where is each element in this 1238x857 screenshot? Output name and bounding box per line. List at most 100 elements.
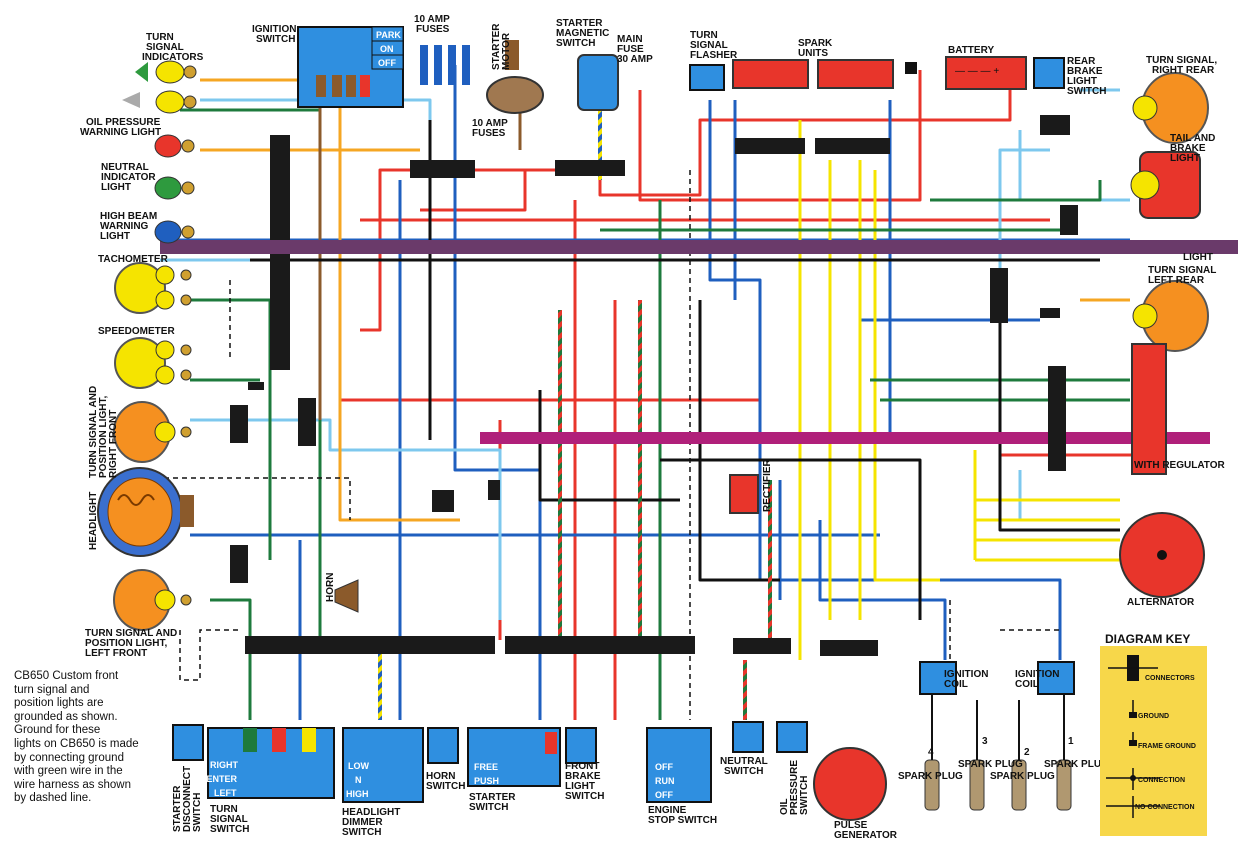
ignition-pos-park: PARK [376,30,401,40]
label-horn-switch-1: HORN [426,771,455,782]
label-turn-signal-indicators-2: SIGNAL [146,42,184,53]
key-item-ground: GROUND [1138,713,1169,720]
label-pulse-generator-1: PULSE [834,820,868,831]
plug-number-2: 2 [1024,747,1030,758]
note-line-6: lights on CB650 is made [14,737,139,750]
speedometer-gauge [114,337,192,389]
note-line-2: turn signal and [14,683,90,696]
label-rectifier: RECTIFIER [762,458,773,512]
label-front-brake-4: SWITCH [565,791,604,802]
spark-plugs [924,694,1072,811]
label-battery: BATTERY [948,45,994,56]
battery-box: — — — + [905,56,1027,90]
engine-pos-run: RUN [655,776,675,786]
label-turn-switch-3: SWITCH [210,824,249,835]
label-with-regulator: WITH REGULATOR [1134,460,1226,471]
label-speedometer: SPEEDOMETER [98,326,175,337]
label-starter-switch-1: STARTER [469,792,516,803]
label-tail-brake-3: LIGHT [1170,153,1200,164]
label-front-left-3: LEFT FRONT [85,648,147,659]
label-front-left-1: TURN SIGNAL AND [85,628,177,639]
label-coil-b-2: COIL [1015,679,1039,690]
label-turn-switch-1: TURN [210,804,238,815]
dimmer-pos-low: LOW [348,761,369,771]
label-ignition-1: IGNITION [252,24,296,35]
key-item-connection: CONNECTION [1138,777,1185,784]
label-spark-plug-3: SPARK PLUG [958,759,1023,770]
label-dimmer-3: SWITCH [342,827,381,838]
headlight-lamp [97,467,194,557]
label-engine-stop-2: STOP SWITCH [648,815,717,826]
label-starter-disconnect-2: DISCONNECT [182,766,193,832]
ignition-pos-off: OFF [378,58,396,68]
plug-number-4: 4 [928,747,934,758]
rectifier-box [729,474,759,514]
pulse-generator-unit [813,747,887,821]
key-item-frame-ground: FRAME GROUND [1138,743,1196,750]
headlight-dimmer-switch-box: LOW N HIGH [342,727,424,803]
horn-switch-box [427,727,459,764]
engine-pos-off-1: OFF [655,762,673,772]
neutral-indicator-light [154,176,195,200]
label-front-right-3: RIGHT FRONT [108,410,119,478]
plug-number-3: 3 [982,736,988,747]
label-neutral-switch-1: NEUTRAL [720,756,768,767]
high-beam-light [154,220,195,244]
label-main-fuse-1: MAIN [617,34,643,45]
label-front-brake-2: BRAKE [565,771,601,782]
label-right-rear-2: RIGHT REAR [1152,65,1215,76]
label-starter-magnetic-1: STARTER [556,18,603,29]
spark-units-boxes [732,59,894,89]
turn-pos-left: LEFT [214,788,237,798]
wire-harness [160,60,1150,720]
starter-pos-free: FREE [474,762,498,772]
turn-signal-switch-box: RIGHT CENTER LEFT [200,727,335,799]
label-front-right-2: POSITION LIGHT, [98,396,109,478]
fuse-block [420,45,470,85]
label-rear-brake-4: SWITCH [1067,86,1106,97]
label-light: LIGHT [1183,252,1213,263]
label-dimmer-1: HEADLIGHT [342,807,400,818]
right-rear-turn-signal [1132,72,1209,144]
turn-pos-center: CENTER [200,774,238,784]
label-tail-brake-2: BRAKE [1170,143,1206,154]
label-starter-motor-2: MOTOR [501,32,512,70]
label-turn-signal-indicators-1: TURN [146,32,174,43]
label-spark-plug-2: SPARK PLUG [990,771,1055,782]
turn-signal-flasher-box [689,64,725,91]
label-turn-switch-2: SIGNAL [210,814,248,825]
label-coil-b-1: IGNITION [1015,669,1059,680]
label-coil-a-1: IGNITION [944,669,988,680]
starter-pos-push: PUSH [474,776,499,786]
label-left-rear-2: LEFT REAR [1148,275,1205,286]
component-labels: TURN SIGNAL INDICATORS OIL PRESSURE WARN… [80,14,1226,841]
note-line-9: wire harness as shown [14,778,131,791]
label-turn-signal-indicators-3: INDICATORS [142,52,204,63]
label-flasher-1: TURN [690,30,718,41]
label-tail-brake-1: TAIL AND [1170,133,1215,144]
note-line-8: with green wire in the [14,765,123,778]
label-fuses-bottom-1: 10 AMP [472,118,508,129]
label-coil-a-2: COIL [944,679,968,690]
engine-stop-switch-box: OFF RUN OFF [646,727,712,803]
label-tachometer: TACHOMETER [98,254,169,265]
label-starter-disconnect-3: SWITCH [192,793,203,832]
front-brake-switch-box [565,727,597,764]
svg-text:— — — +: — — — + [955,66,999,77]
label-rear-brake-2: BRAKE [1067,66,1103,77]
starter-motor [486,40,544,114]
label-starter-magnetic-2: MAGNETIC [556,28,609,39]
note-line-10: by dashed line. [14,792,92,805]
label-spark-plug-1: SPARK PLUG [1044,759,1109,770]
starter-switch-box: FREE PUSH [467,727,561,787]
label-engine-stop-1: ENGINE [648,805,687,816]
label-headlight: HEADLIGHT [88,492,99,550]
starter-disconnect-switch-box [172,724,204,761]
rear-brake-switch-box [1033,57,1065,89]
label-oil-switch-2: PRESSURE [789,760,800,815]
label-neutral-1: NEUTRAL [101,162,149,173]
front-left-turn-signal [113,569,192,631]
label-front-left-2: POSITION LIGHT, [85,638,167,649]
label-front-brake-3: LIGHT [565,781,595,792]
